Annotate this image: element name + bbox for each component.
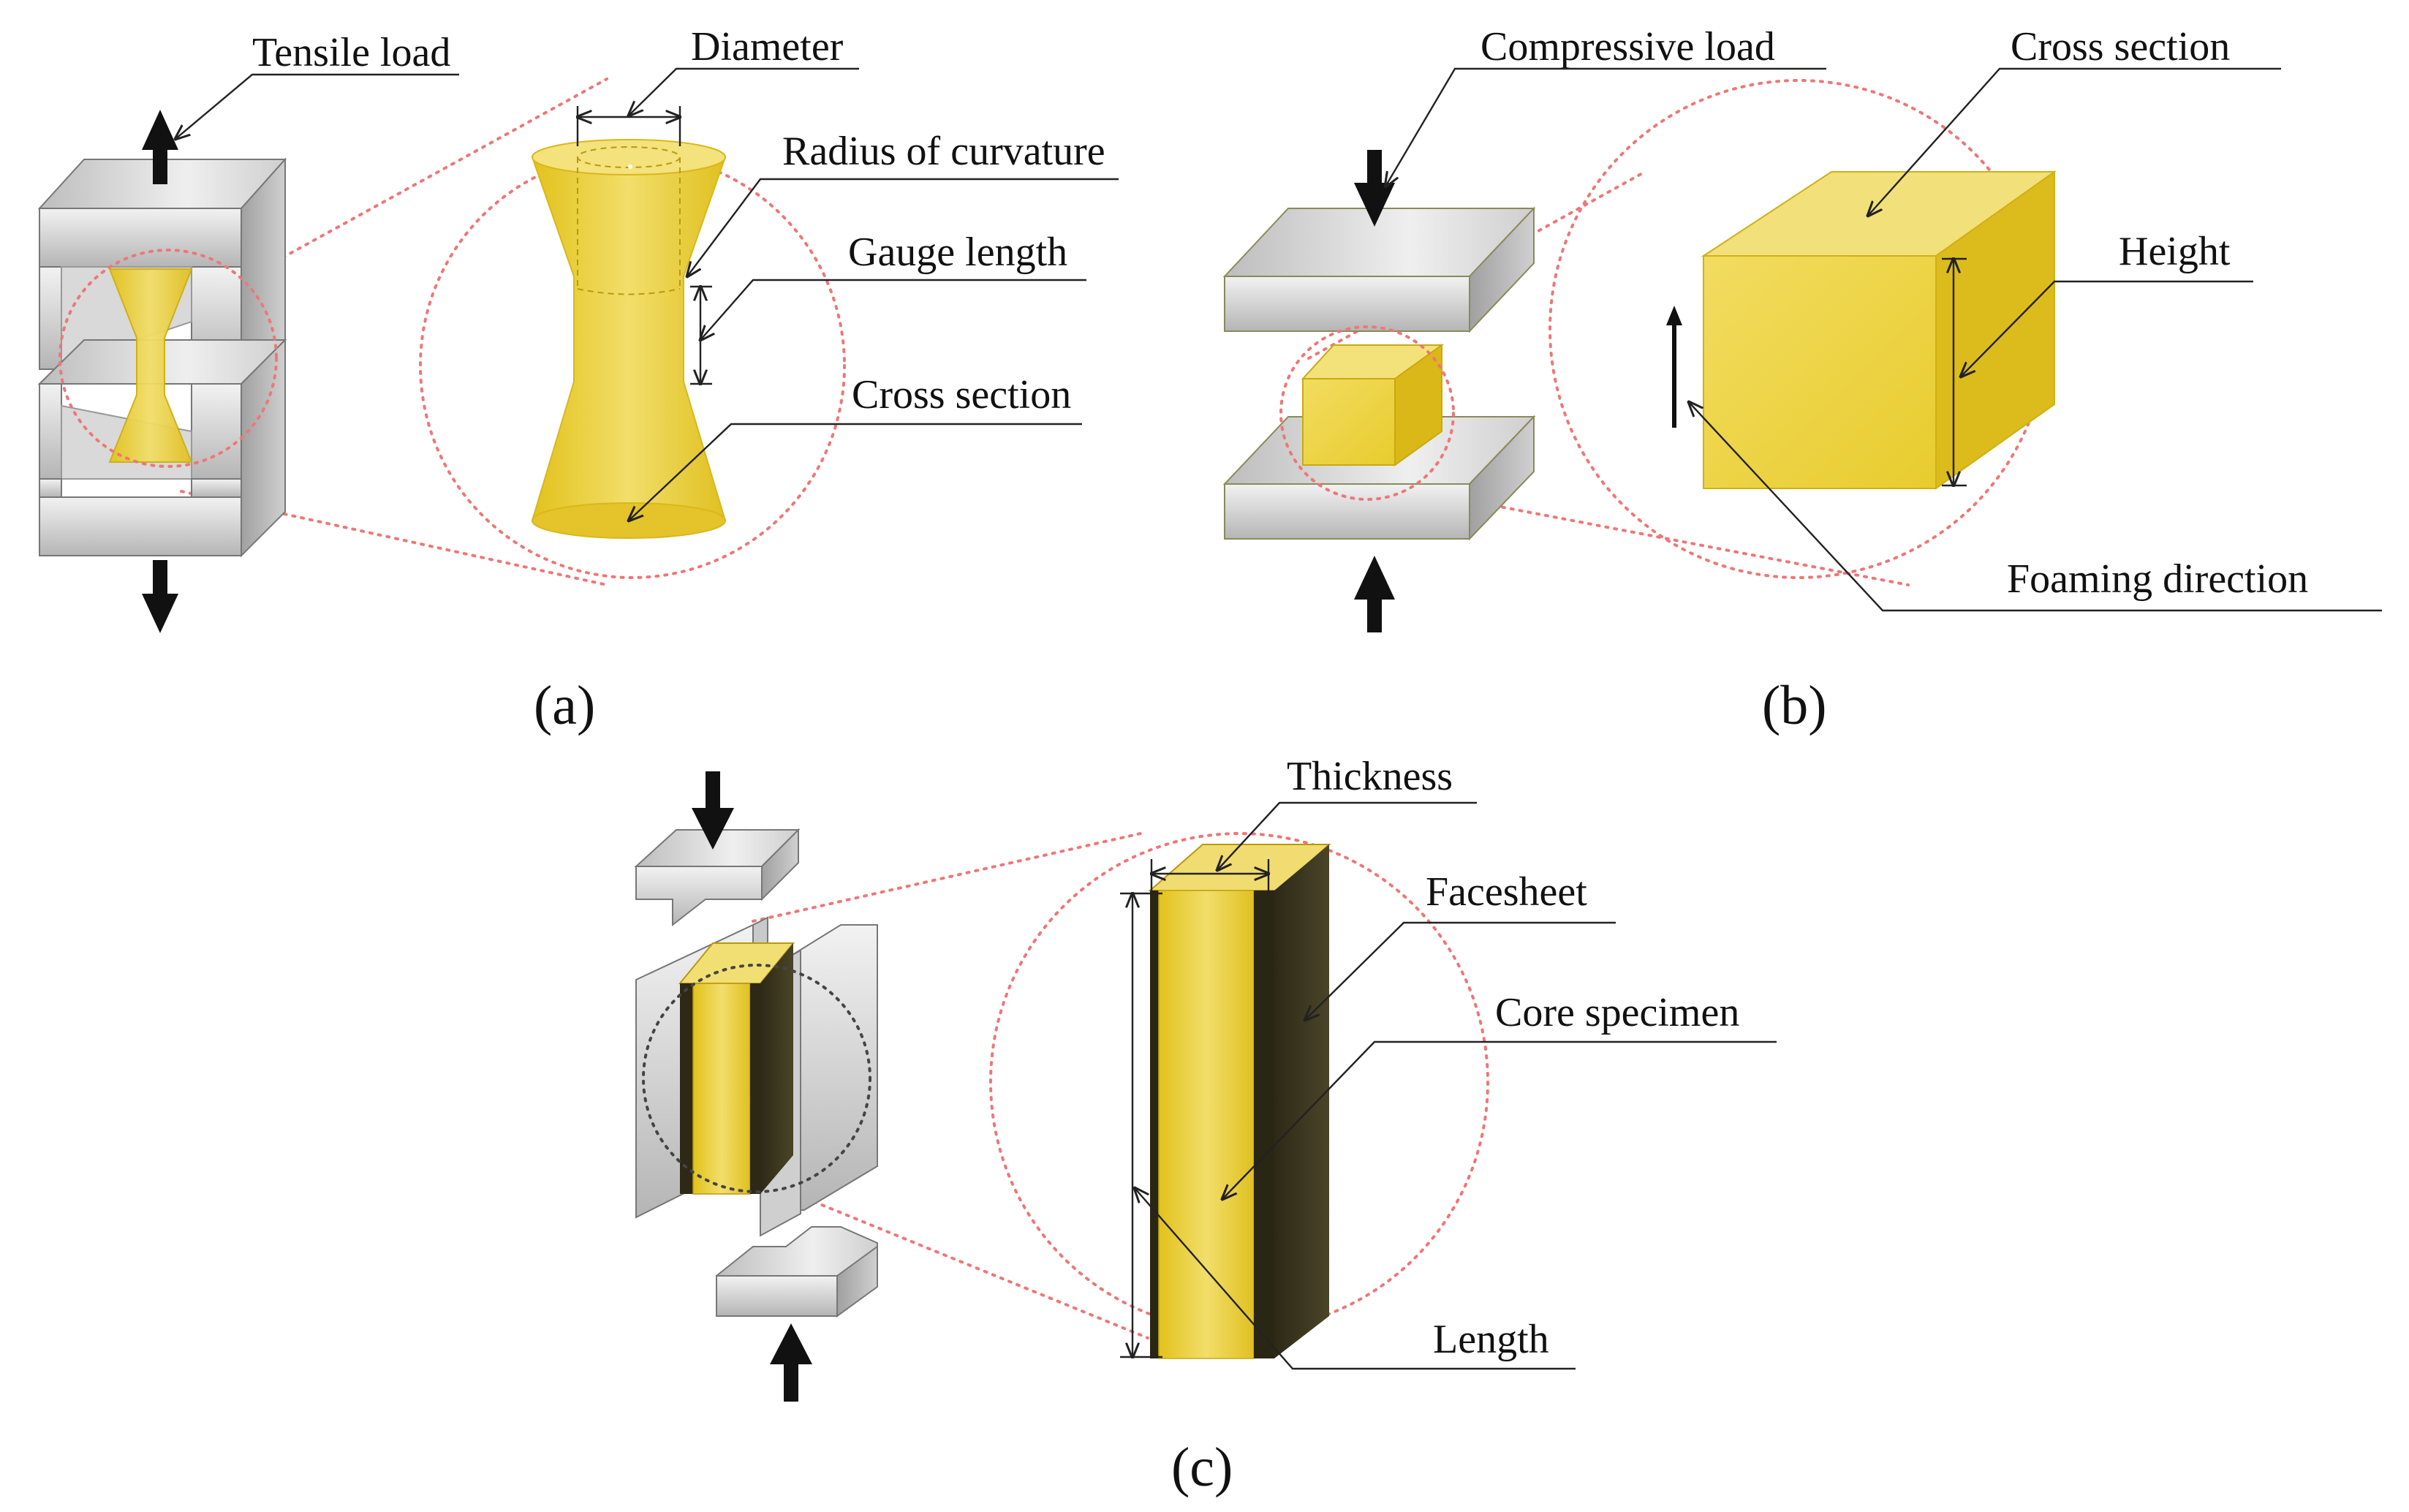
up-arrow-icon: [770, 1323, 812, 1402]
label-compressive-load: Compressive load: [1480, 24, 1775, 69]
zoom-connector-c-bottom: [788, 1190, 1149, 1339]
magnified-tensile-specimen: [531, 139, 727, 539]
up-arrow-icon: [1354, 556, 1395, 632]
magnified-foam-cube: [1701, 170, 2057, 490]
foaming-direction-arrow: [1666, 306, 1682, 428]
label-height: Height: [2119, 229, 2231, 274]
lower-wedge-jaw: [716, 1226, 878, 1318]
label-core-specimen: Core specimen: [1495, 990, 1739, 1035]
caption-b: (b): [1762, 675, 1827, 736]
label-cross-section-a: Cross section: [852, 372, 1071, 417]
small-sandwich-specimen: [678, 942, 795, 1195]
label-gauge-length: Gauge length: [848, 230, 1067, 275]
panel-c: Thickness Facesheet Core specimen Length…: [634, 754, 1777, 1498]
label-cross-section-b: Cross section: [2011, 24, 2230, 69]
label-thickness: Thickness: [1287, 754, 1453, 799]
zoom-connector-c-top: [752, 832, 1142, 923]
zoom-circle-small-a: [58, 249, 278, 468]
down-arrow-icon: [1354, 150, 1395, 227]
caption-c: (c): [1171, 1437, 1233, 1498]
zoom-circle-large-c: [989, 832, 1489, 1332]
label-diameter: Diameter: [691, 24, 844, 69]
small-foam-cube: [1301, 344, 1445, 466]
label-foaming-direction: Foaming direction: [2007, 556, 2308, 602]
upper-wedge-jaw: [634, 828, 801, 927]
label-radius-of-curvature: Radius of curvature: [782, 129, 1105, 174]
down-arrow-icon: [142, 560, 178, 633]
caption-a: (a): [534, 675, 595, 736]
label-tensile-load: Tensile load: [252, 30, 450, 75]
magnified-sandwich-specimen: [1148, 844, 1331, 1359]
upper-platen: [1222, 206, 1536, 333]
down-arrow-icon: [692, 771, 734, 850]
panel-a: Tensile load Diameter Radius of curvatur…: [37, 24, 1119, 736]
label-length: Length: [1433, 1317, 1549, 1362]
tensile-grip-fixture: [37, 157, 287, 558]
zoom-circle-small-b: [1279, 325, 1455, 501]
panel-b: Compressive load Cross section Height Fo…: [1222, 24, 2382, 736]
up-arrow-icon: [142, 110, 178, 184]
zoom-circle-small-c: [642, 964, 871, 1193]
label-facesheet: Facesheet: [1426, 869, 1587, 915]
